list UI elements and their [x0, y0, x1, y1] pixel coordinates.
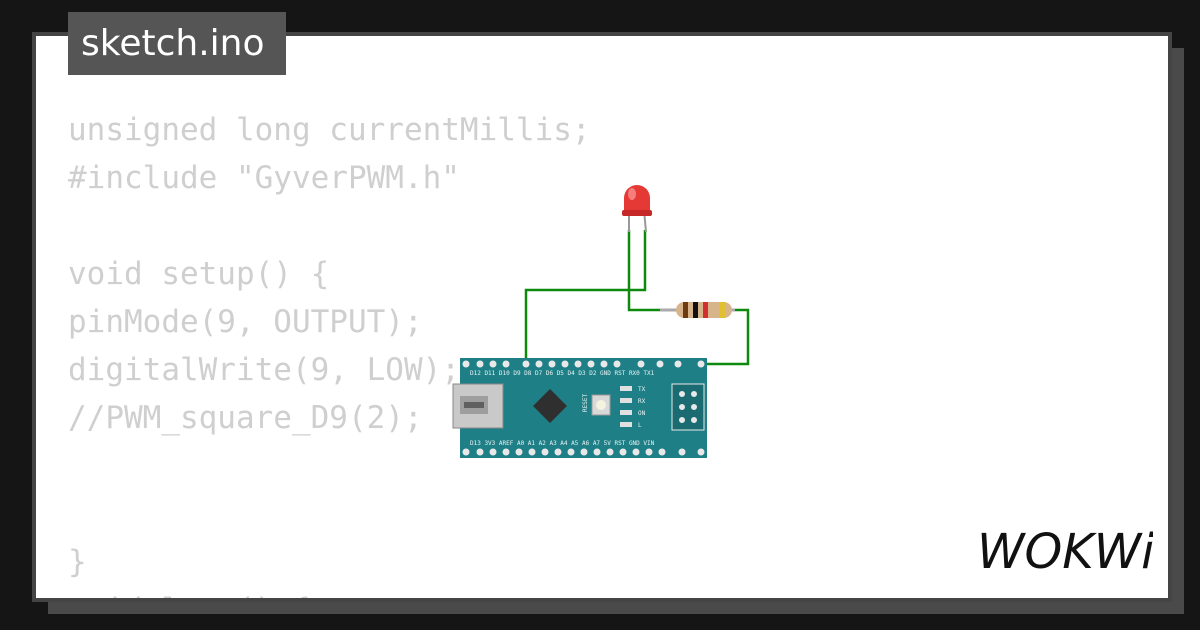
code-line: void loop() {	[68, 586, 591, 598]
rx-label: RX	[638, 398, 646, 405]
code-line: unsigned long currentMillis;	[68, 112, 591, 148]
wire	[524, 230, 750, 366]
code-line: //PWM_square_D9(2);	[68, 400, 423, 436]
bottom-pin-labels: D13 3V3 AREF A0 A1 A2 A3 A4 A5 A6 A7 5V …	[470, 440, 655, 447]
led[interactable]	[622, 185, 652, 233]
wokwi-logo: WOKWi	[977, 526, 1153, 576]
code-line: pinMode(9, OUTPUT);	[68, 304, 423, 340]
code-line	[68, 490, 591, 538]
l-label: L	[638, 422, 642, 429]
preview-card: unsigned long currentMillis; #include "Gy…	[32, 32, 1172, 602]
arduino-nano[interactable]: D12 D11 D10 D9 D8 D7 D6 D5 D4 D3 D2 GND …	[452, 358, 707, 458]
file-tab[interactable]: sketch.ino	[68, 12, 286, 75]
top-pin-labels: D12 D11 D10 D9 D8 D7 D6 D5 D4 D3 D2 GND …	[470, 370, 655, 377]
code-line: digitalWrite(9, LOW);	[68, 352, 460, 388]
resistor[interactable]	[660, 302, 735, 318]
svg-text:WOKWi: WOKWi	[977, 526, 1153, 576]
code-line: #include "GyverPWM.h"	[68, 160, 460, 196]
on-label: ON	[638, 410, 646, 417]
tx-label: TX	[638, 386, 646, 393]
circuit-diagram: D12 D11 D10 D9 D8 D7 D6 D5 D4 D3 D2 GND …	[452, 185, 750, 458]
code-editor: unsigned long currentMillis; #include "Gy…	[68, 106, 591, 598]
code-line: }	[68, 544, 87, 580]
code-line: void setup() {	[68, 256, 330, 292]
reset-label: RESET	[582, 394, 589, 412]
